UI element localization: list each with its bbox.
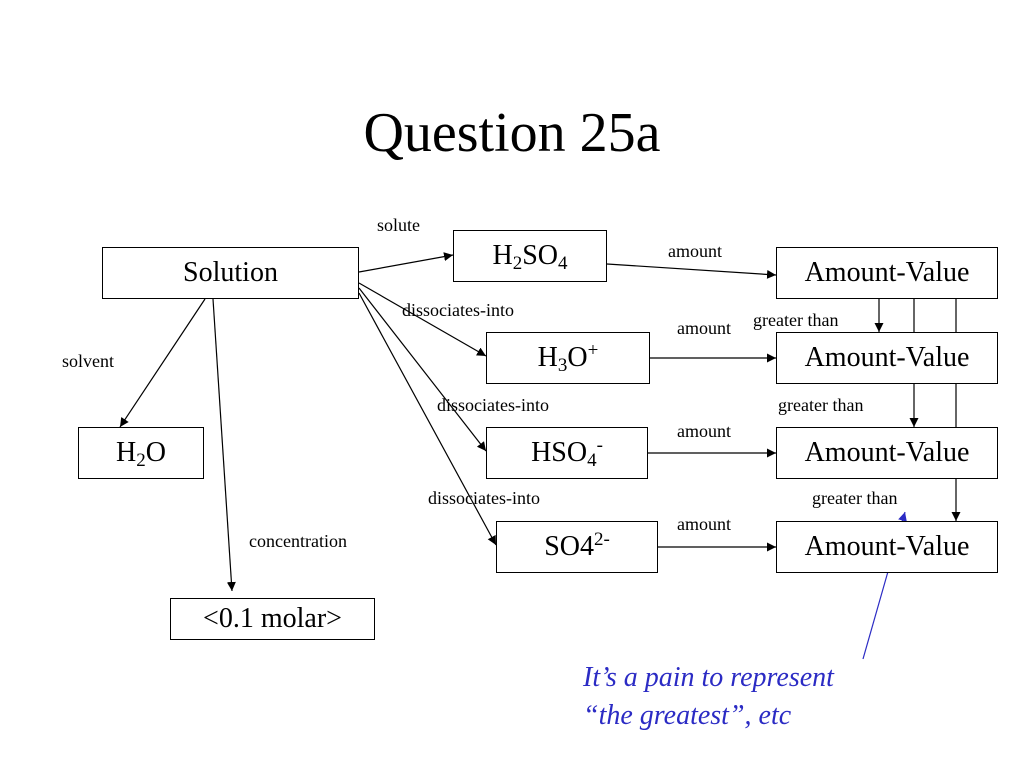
edge-label-dissociates-2: dissociates-into: [437, 395, 549, 415]
node-so4: SO42-: [496, 521, 658, 573]
node-solution-label: Solution: [183, 257, 278, 288]
edge-label-amount-3: amount: [677, 421, 731, 441]
edge-label-greater-than-3: greater than: [812, 488, 898, 508]
edge-amount-h2so4: [606, 263, 777, 279]
node-hso4: HSO4-: [486, 427, 648, 479]
edge-label-dissociates-3: dissociates-into: [428, 488, 540, 508]
annotation-note: It’s a pain to represent “the greatest”,…: [583, 659, 913, 735]
edge-dissociates-h3o: [358, 282, 487, 357]
node-h2so4-label: H2SO4: [492, 240, 568, 274]
node-amount-value-3: Amount-Value: [776, 427, 998, 479]
edge-label-amount-2: amount: [677, 318, 731, 338]
edge-label-solute: solute: [377, 215, 420, 235]
node-h2o: H2O: [78, 427, 204, 479]
node-h2so4: H2SO4: [453, 230, 607, 282]
edge-solvent: [119, 298, 206, 428]
slide-title: Question 25a: [363, 102, 661, 164]
node-so4-label: SO42-: [544, 529, 610, 562]
edge-label-amount-1: amount: [668, 241, 722, 261]
node-amount-value-4: Amount-Value: [776, 521, 998, 573]
node-h3o-label: H3O+: [537, 340, 599, 376]
node-hso4-label: HSO4-: [531, 435, 603, 471]
node-h2o-label: H2O: [116, 437, 166, 471]
edge-label-dissociates-1: dissociates-into: [402, 300, 514, 320]
edge-dissociates-so4: [358, 292, 497, 546]
edge-label-greater-than-1: greater than: [753, 310, 839, 330]
node-amount-value-1: Amount-Value: [776, 247, 998, 299]
edge-concentration: [212, 298, 236, 592]
node-amount-value-2: Amount-Value: [776, 332, 998, 384]
edge-label-greater-than-2: greater than: [778, 395, 864, 415]
edge-dissociates-hso4: [358, 287, 487, 452]
node-solution: Solution: [102, 247, 359, 299]
edge-label-amount-4: amount: [677, 514, 731, 534]
node-concentration-value-label: <0.1 molar>: [203, 603, 342, 634]
amount-value-label: Amount-Value: [804, 342, 970, 373]
edge-label-solvent: solvent: [62, 351, 114, 371]
amount-value-label: Amount-Value: [804, 257, 970, 288]
edge-label-concentration: concentration: [249, 531, 347, 551]
annotation-note-line-2: “the greatest”, etc: [583, 700, 792, 731]
amount-value-label: Amount-Value: [804, 531, 970, 562]
amount-value-label: Amount-Value: [804, 437, 970, 468]
annotation-note-line-1: It’s a pain to represent: [583, 662, 834, 693]
node-h3o: H3O+: [486, 332, 650, 384]
edge-solute: [358, 252, 454, 273]
node-concentration-value: <0.1 molar>: [170, 598, 375, 640]
